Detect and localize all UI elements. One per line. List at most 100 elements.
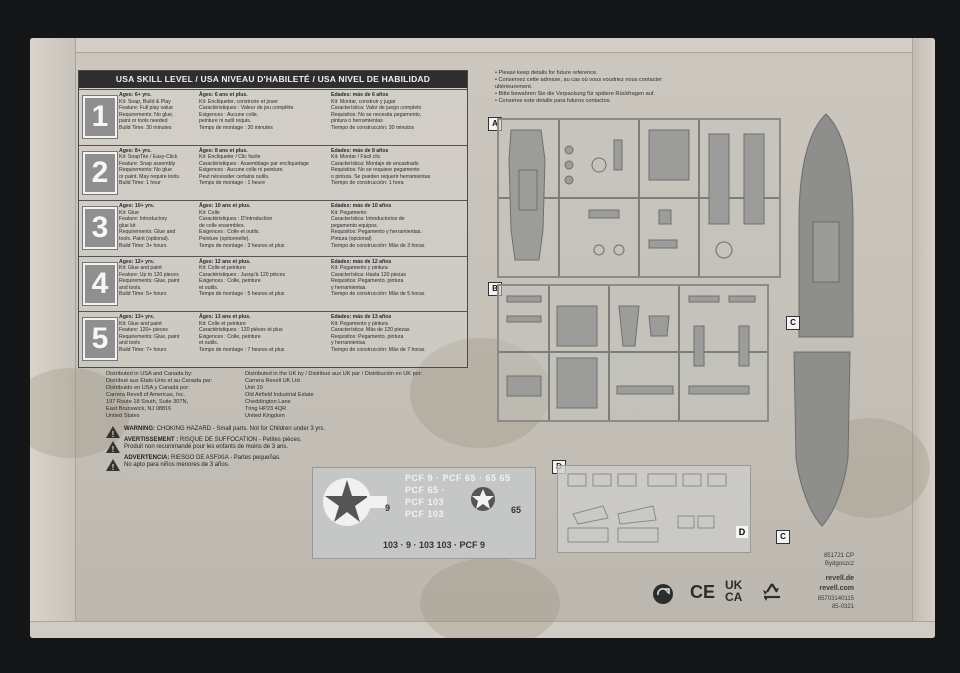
ukca-line: CA xyxy=(725,590,743,604)
warning-text: RIESGO DE ASFIXIA - Partes pequeñas. xyxy=(169,454,281,461)
ean-code: 85703140115 xyxy=(817,596,854,602)
skill-text-line: tools. Paint (optional). xyxy=(119,235,170,242)
skill-text-line: Edades: más de 6 años xyxy=(331,92,389,98)
sprue-b xyxy=(497,284,769,422)
skill-text-line: Exigences : Colle, peinture xyxy=(199,278,261,285)
dist-line: Old Airfield Industrial Estate xyxy=(245,392,314,398)
skill-level-number: 2 xyxy=(82,150,118,195)
hull-bottom-part xyxy=(790,348,854,528)
skill-text-line: o pintura. Se pueden requerir herramient… xyxy=(331,173,431,180)
skill-text-line: Kit: Glue xyxy=(119,209,139,216)
dist-line: Distributed in the UK by / Distribué aux… xyxy=(245,371,423,377)
note-line: • Bitte bewahren Sie die Verpackung für … xyxy=(495,91,655,97)
note-line: • Please keep details for future referen… xyxy=(495,70,598,76)
keep-details-note: • Please keep details for future referen… xyxy=(495,70,662,105)
skill-text-line: Âges: 12 ans et plus. xyxy=(199,258,251,265)
decal-row: PCF 65 · xyxy=(405,485,446,495)
skill-text-line: Requirements: Glue, paint xyxy=(119,333,180,340)
sheet-d-mark: D xyxy=(736,526,748,538)
skill-text-line: Feature: Introductory xyxy=(119,216,168,223)
website-de: revell.de xyxy=(825,575,854,582)
skill-text-line: Ages: 12+ yrs. xyxy=(119,258,155,265)
skill-text-line: Feature: Snap assembly xyxy=(119,160,176,167)
skill-text-line: Build Time: 7+ hours xyxy=(119,346,167,353)
skill-text-line: Característica: Valor de juego completo xyxy=(331,105,422,112)
skill-text-line: Exigences : Aucune colle, xyxy=(199,111,259,118)
skill-text-line: Caractéristiques : Assemblage par encliq… xyxy=(199,160,309,167)
skill-text-line: Kit: Snap, Build & Play xyxy=(119,98,171,105)
warning-line: AVERTISSEMENT : RISQUE DE SUFFOCATION - … xyxy=(124,437,325,445)
skill-text-line: Requisitos: No se necesita pegamento, xyxy=(331,111,422,118)
distribution-usa: Distributed in USA and Canada by: Distri… xyxy=(106,371,212,420)
skill-text-line: Kit: Encliqueter / Clic facile xyxy=(199,154,261,161)
skill-text-line: Temps de montage : 5 heures et plus xyxy=(199,291,285,298)
distribution-uk: Distributed in the UK by / Distribué aux… xyxy=(245,371,422,420)
star-roundel-decal xyxy=(323,478,387,526)
warning-bold: WARNING: xyxy=(124,426,155,432)
skill-text-line: et outils. xyxy=(199,340,219,347)
skill-text-line: Caractéristiques : Valeur de jeu complèt… xyxy=(199,105,294,112)
skill-text-line: Build Time: 5+ hours xyxy=(119,291,167,298)
note-line: ultérieurement. xyxy=(495,84,533,90)
skill-text-line: Tiempo de construcción: Más de 3 horas xyxy=(331,242,425,249)
warning-triangle-icon: ! xyxy=(106,458,120,472)
sprue-a xyxy=(497,118,781,278)
skill-text-line: Caractéristiques : D'introduction xyxy=(199,216,273,223)
skill-text-line: Tiempo de construcción: Más de 5 horas xyxy=(331,291,425,298)
skill-text-line: Kit: Pegamento y pintura xyxy=(331,265,388,272)
ukca-line: UK xyxy=(725,578,743,592)
skill-text-line: Edades: más de 12 años xyxy=(331,258,392,265)
skill-text-line: Edades: más de 13 años xyxy=(331,314,392,320)
decal-number: 65 xyxy=(511,505,522,515)
decal-number: 9 xyxy=(385,503,391,513)
skill-text-line: Requisitos: Pegamento, pintura xyxy=(331,278,404,285)
note-line: • Conservez cette adresse, au cas où vou… xyxy=(495,77,663,83)
skill-text-line: Pintura (opcional) xyxy=(331,235,372,242)
skill-column-fr: Âges: 12 ans et plus.Kit: Colle et peint… xyxy=(199,259,285,299)
skill-text-line: or paint. May require tools. xyxy=(119,173,181,180)
skill-text-line: pegamento equipos. xyxy=(331,222,379,229)
warning-triangle-icon: ! xyxy=(106,425,120,439)
skill-text-line: Kit: Pegamento xyxy=(331,209,367,216)
warning-triangle-icon: ! xyxy=(106,440,120,454)
skill-text-line: Exigences : Colle et outils. xyxy=(199,229,260,236)
ukca-mark: UK CA xyxy=(725,579,742,603)
hull-deck-part xyxy=(795,112,857,344)
dist-line: Distribuido en USA y Canadá por: xyxy=(106,385,190,391)
dist-line: Carrera Revell UK Ltd xyxy=(245,378,300,384)
skill-text-line: Peut nécessiter certains outils. xyxy=(199,173,270,180)
warning-text: No apto para niños menores de 3 años. xyxy=(124,462,230,468)
box-flap-right xyxy=(912,38,935,638)
decal-sheet: PCF 9 · PCF 65 · 65 65 PCF 65 · PCF 103 … xyxy=(312,467,536,559)
skill-text-line: Kit: Montar, construir y jugar xyxy=(331,98,396,105)
skill-text-line: Build Time: 30 minutes xyxy=(119,124,172,131)
svg-text:!: ! xyxy=(112,430,115,438)
skill-level-number: 3 xyxy=(82,206,118,250)
dist-line: Unit 10 xyxy=(245,385,263,391)
warning-bold: ADVERTENCIA: xyxy=(124,454,170,461)
production-code: 851721 CP xyxy=(823,553,854,559)
dist-line: United States xyxy=(106,413,140,419)
skill-text-line: Requirements: No glue, xyxy=(119,111,174,118)
skill-text-line: Peinture (optionnelle). xyxy=(199,235,250,242)
skill-text-line: Tiempo de construcción: 30 minutos xyxy=(331,124,415,131)
dist-line: United Kingdom xyxy=(245,413,285,419)
skill-text-line: Característica: Hasta 120 piezas xyxy=(331,271,406,278)
skill-column-fr: Âges: 13 ans et plus.Kit: Colle et peint… xyxy=(199,314,284,354)
skill-text-line: de colle ensembles. xyxy=(199,222,245,229)
decal-row: PCF 9 · PCF 65 · 65 65 xyxy=(405,473,511,483)
recycling-icon xyxy=(760,581,784,605)
warning-bold: AVERTISSEMENT : xyxy=(124,436,179,443)
sprue-c-label-2: C xyxy=(776,530,790,544)
skill-table-title: USA SKILL LEVEL / USA NIVEAU D'HABILETÉ … xyxy=(79,71,467,88)
